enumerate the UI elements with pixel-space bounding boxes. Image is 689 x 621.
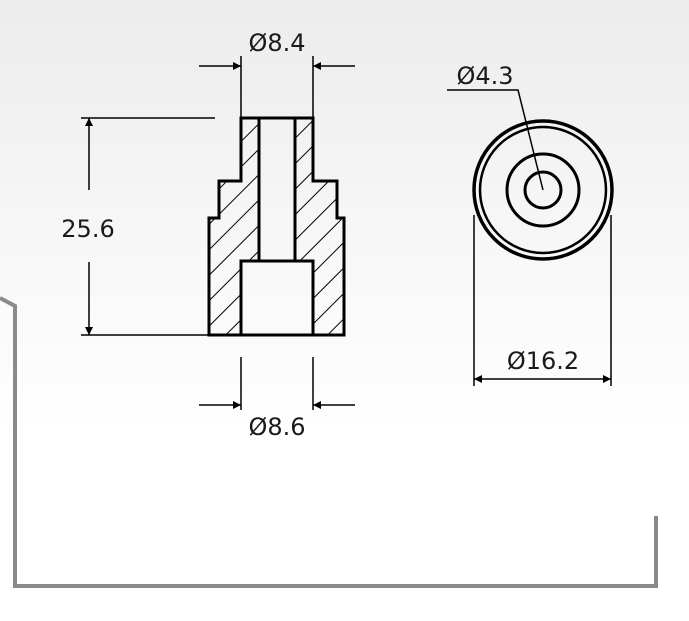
bore-circle (523, 170, 563, 210)
outer-diameter-label: Ø16.2 (507, 347, 579, 375)
left-wall-section (207, 116, 261, 337)
sheet-frame (0, 296, 658, 588)
bottom-diameter-label: Ø8.6 (248, 413, 305, 441)
bore-diameter-label: Ø4.3 (456, 62, 513, 90)
end-view (472, 119, 614, 261)
dimension-outer-diameter: Ø16.2 (473, 215, 612, 386)
right-wall-section (293, 116, 346, 337)
dimension-bottom-diameter: Ø8.6 (199, 357, 355, 441)
outer-circle (472, 119, 614, 261)
top-diameter-label: Ø8.4 (248, 29, 305, 57)
height-label: 25.6 (61, 215, 114, 243)
dimension-top-diameter: Ø8.4 (199, 29, 355, 118)
chamfer-circle (478, 125, 608, 255)
section-view (207, 116, 346, 337)
counterbore-circle (505, 152, 581, 228)
dimension-bore-diameter: Ø4.3 (447, 62, 544, 191)
dimension-height: 25.6 (61, 117, 215, 336)
